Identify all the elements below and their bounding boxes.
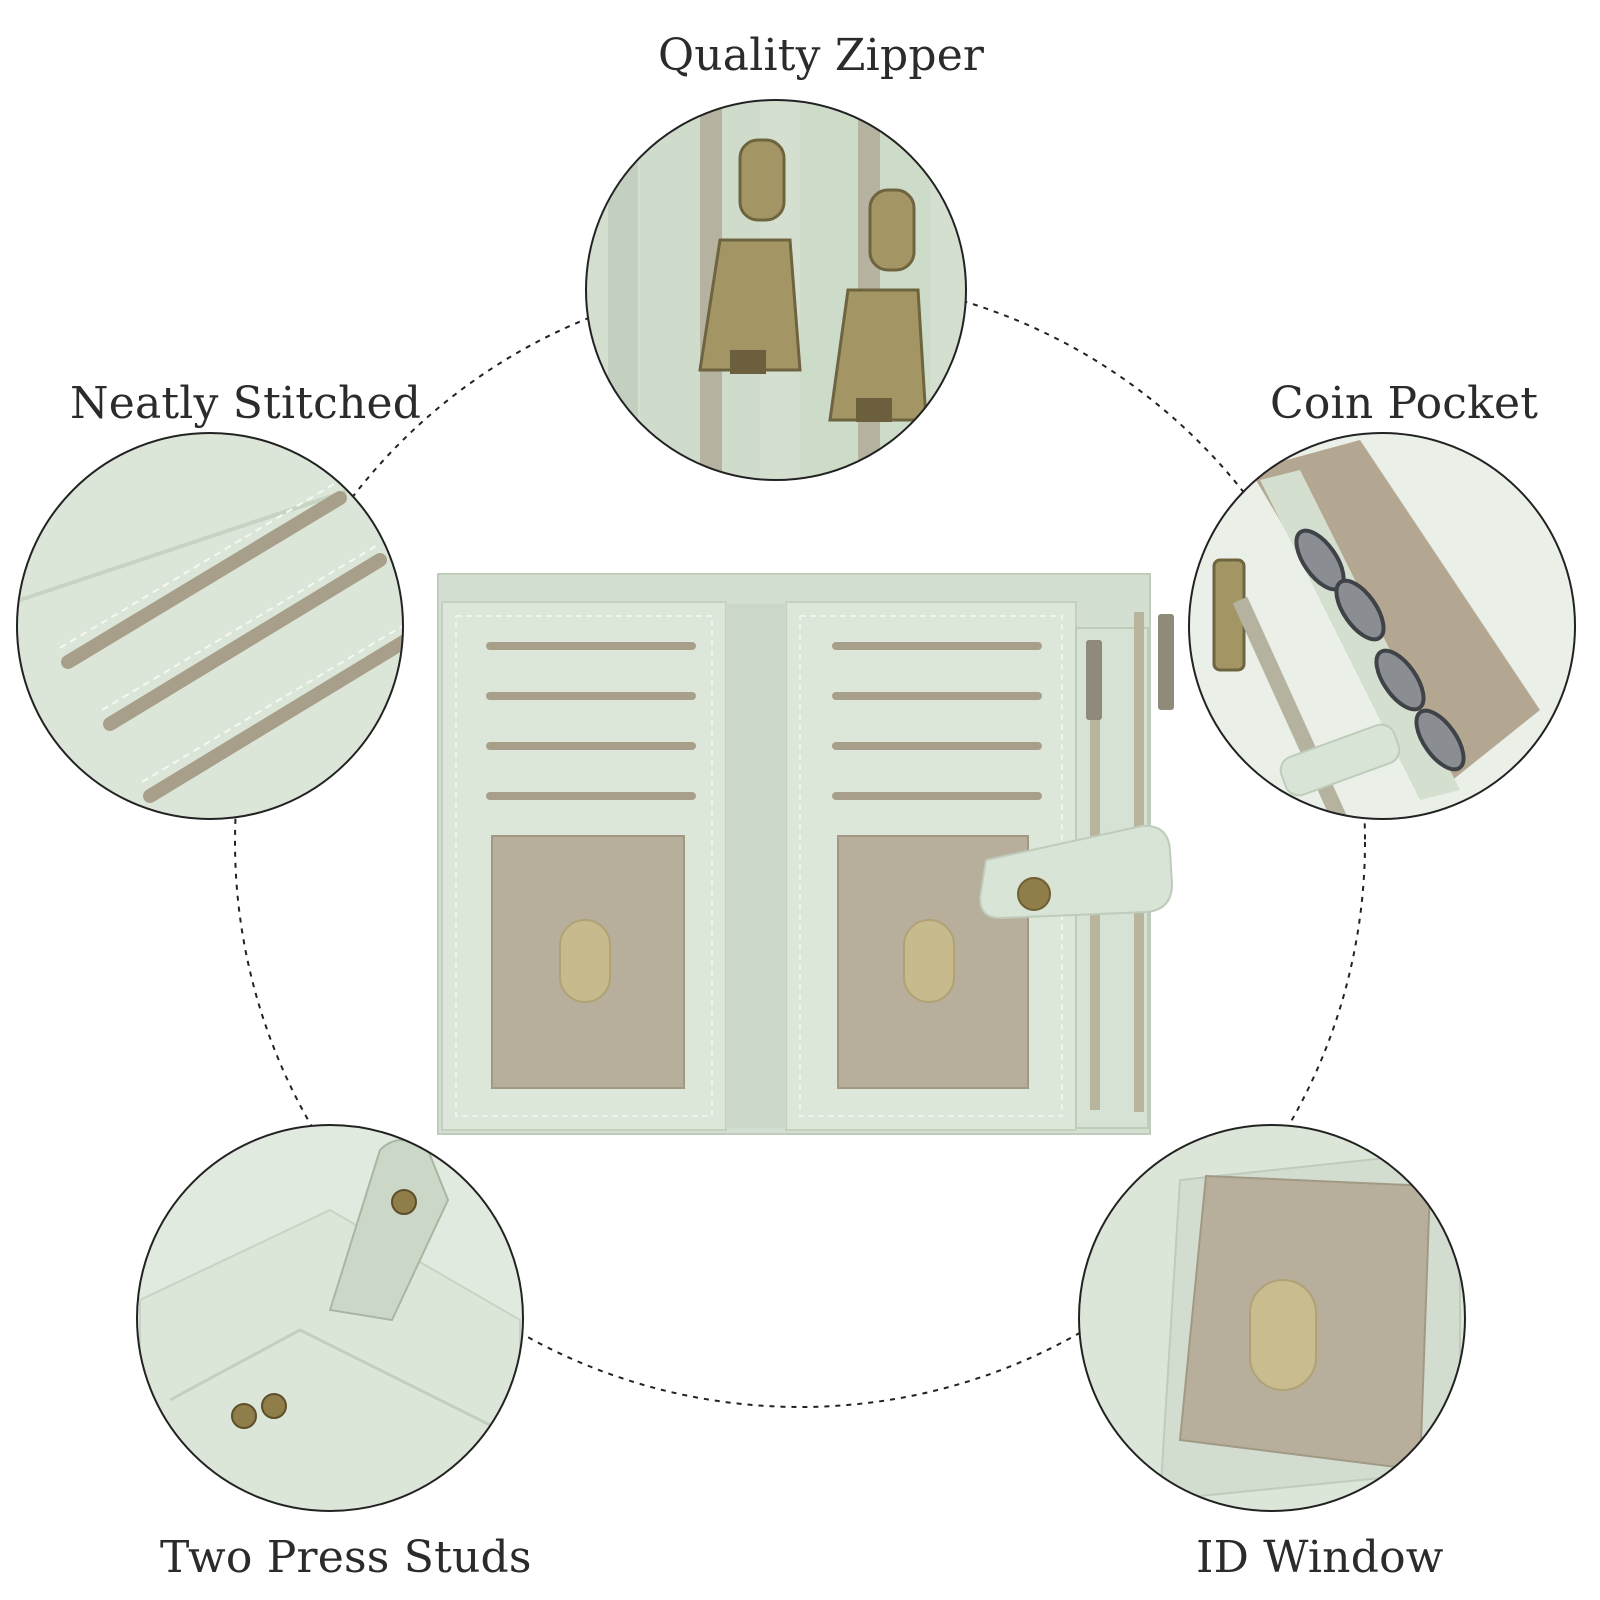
press-stud-icon	[391, 1189, 417, 1215]
feature-label-two-press-studs: Two Press Studs	[160, 1532, 532, 1583]
coin-pocket-circle	[1189, 433, 1575, 819]
zipper-pull-icon	[1086, 640, 1102, 720]
feature-label-neatly-stitched: Neatly Stitched	[70, 378, 422, 429]
stitch-detail-circle	[17, 433, 403, 819]
wallet-main-image	[437, 573, 1174, 1135]
feature-label-quality-zipper: Quality Zipper	[658, 30, 985, 81]
press-stud-icon	[1017, 877, 1051, 911]
id-window-circle	[1079, 1125, 1465, 1511]
zipper-pull-icon	[1158, 614, 1174, 710]
feature-label-coin-pocket: Coin Pocket	[1270, 378, 1539, 429]
coin-icon	[1294, 528, 1466, 772]
press-stud-icon	[231, 1403, 257, 1429]
feature-label-id-window: ID Window	[1196, 1532, 1444, 1583]
press-stud-icon	[261, 1393, 287, 1419]
press-studs-circle	[137, 1125, 523, 1511]
zipper-detail-circle	[586, 100, 966, 480]
